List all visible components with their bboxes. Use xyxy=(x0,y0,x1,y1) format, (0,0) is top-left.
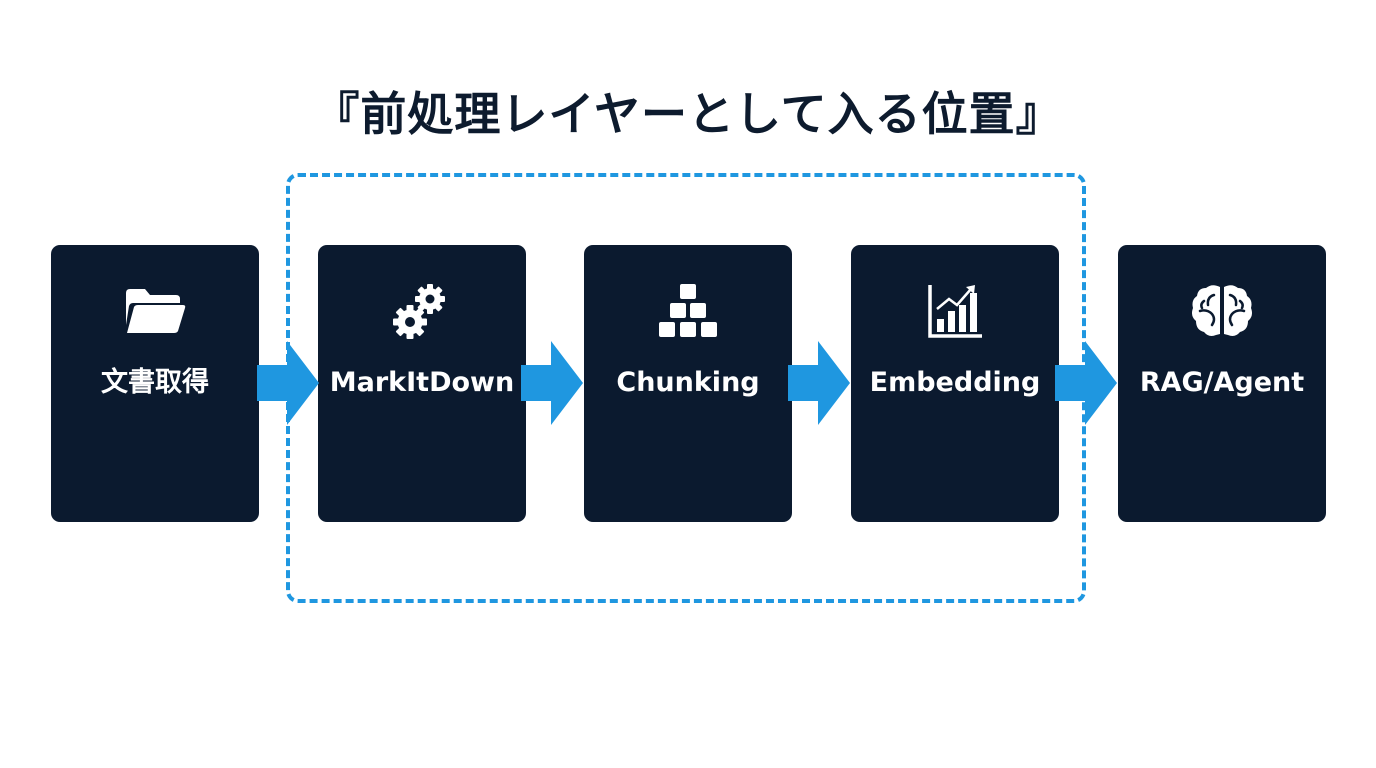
step-label: 文書取得 xyxy=(101,367,209,398)
step-embedding: Embedding xyxy=(851,245,1059,522)
blocks-icon xyxy=(584,277,792,345)
step-label: Embedding xyxy=(869,367,1041,398)
arrow-right-icon xyxy=(788,341,850,425)
step-label: Chunking xyxy=(616,367,760,398)
step-markitdown: MarkItDown xyxy=(318,245,526,522)
step-label: RAG/Agent xyxy=(1139,367,1305,398)
gears-icon xyxy=(318,277,526,345)
arrow-right-icon xyxy=(521,341,583,425)
bar-chart-icon xyxy=(851,277,1059,345)
arrow-right-icon xyxy=(1055,341,1117,425)
step-chunking: Chunking xyxy=(584,245,792,522)
folder-icon xyxy=(51,277,259,345)
brain-icon xyxy=(1118,277,1326,345)
diagram-title: 『前処理レイヤーとして入る位置』 xyxy=(313,87,1063,141)
arrow-right-icon xyxy=(257,341,319,425)
step-document-fetch: 文書取得 xyxy=(51,245,259,522)
step-rag-agent: RAG/Agent xyxy=(1118,245,1326,522)
step-label: MarkItDown xyxy=(329,367,515,398)
